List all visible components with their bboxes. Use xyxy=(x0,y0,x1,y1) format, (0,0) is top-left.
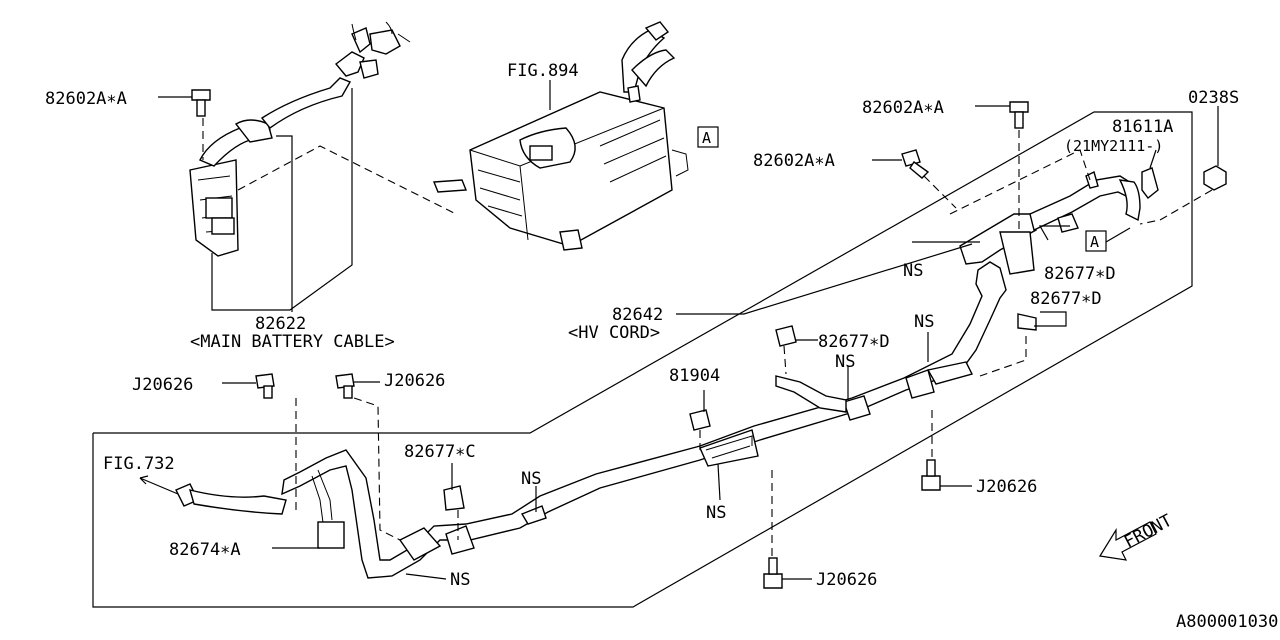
diagram-id: A800001030 xyxy=(1176,612,1278,632)
nut-0238s xyxy=(1203,165,1227,191)
clip-81611a xyxy=(1141,167,1159,199)
label-fig732[interactable]: FIG.732 xyxy=(103,454,175,474)
label-82677d-3[interactable]: 82677∗D xyxy=(818,332,890,352)
bolt-82602a-2 xyxy=(1009,101,1029,129)
label-ns-5: NS xyxy=(706,503,726,523)
hv-cord-frame xyxy=(92,111,1193,608)
main-battery-cable-part xyxy=(189,21,411,257)
label-81904[interactable]: 81904 xyxy=(669,366,720,386)
label-ns-2: NS xyxy=(914,312,934,332)
bolt-j20626-4 xyxy=(763,557,783,589)
label-82602a-1[interactable]: 82602A∗A xyxy=(45,89,127,109)
bolt-j20626-2 xyxy=(335,373,355,399)
label-j20626-1[interactable]: J20626 xyxy=(132,375,193,395)
label-front: FRONT xyxy=(1121,511,1176,553)
label-j20626-3[interactable]: J20626 xyxy=(976,477,1037,497)
label-hv-cord: <HV CORD> xyxy=(568,323,660,343)
bolt-82602a-1 xyxy=(191,89,211,117)
main-battery-cable-frame xyxy=(211,88,353,311)
clip-81904 xyxy=(689,409,711,431)
label-82602a-2[interactable]: 82602A∗A xyxy=(862,98,944,118)
label-82677c[interactable]: 82677∗C xyxy=(404,442,476,462)
label-82677d-1[interactable]: 82677∗D xyxy=(1044,264,1116,284)
hv-cord-part xyxy=(175,170,1141,579)
bolt-82602a-3 xyxy=(901,149,930,179)
label-fig894[interactable]: FIG.894 xyxy=(507,61,579,81)
bolt-j20626-3 xyxy=(921,459,941,491)
label-ns-1: NS xyxy=(903,261,923,281)
label-82602a-3[interactable]: 82602A∗A xyxy=(753,151,835,171)
label-81611a-note: (21MY2111-) xyxy=(1064,137,1163,155)
label-0238s[interactable]: 0238S xyxy=(1188,88,1239,108)
label-j20626-4[interactable]: J20626 xyxy=(816,570,877,590)
label-ns-3: NS xyxy=(835,352,855,372)
fig894-inverter-unit xyxy=(432,21,689,251)
bolt-j20626-1 xyxy=(255,373,275,399)
ref-box-a-2 xyxy=(1085,230,1107,252)
clip-82677d-3 xyxy=(775,325,797,347)
label-main-battery-cable: <MAIN BATTERY CABLE> xyxy=(190,332,395,352)
ref-box-a-1 xyxy=(697,126,719,148)
ref-a-2: A xyxy=(1090,233,1099,251)
label-81611a[interactable]: 81611A xyxy=(1112,117,1173,137)
label-82674a[interactable]: 82674∗A xyxy=(169,540,241,560)
label-82622[interactable]: 82622 xyxy=(255,314,306,334)
label-82642[interactable]: 82642 xyxy=(612,305,663,325)
front-arrow-icon xyxy=(1099,521,1157,561)
label-ns-4: NS xyxy=(521,469,541,489)
label-ns-6: NS xyxy=(450,570,470,590)
label-j20626-2[interactable]: J20626 xyxy=(384,371,445,391)
ref-a-1: A xyxy=(702,129,711,147)
label-82677d-2[interactable]: 82677∗D xyxy=(1030,289,1102,309)
clip-82677c xyxy=(443,485,465,511)
